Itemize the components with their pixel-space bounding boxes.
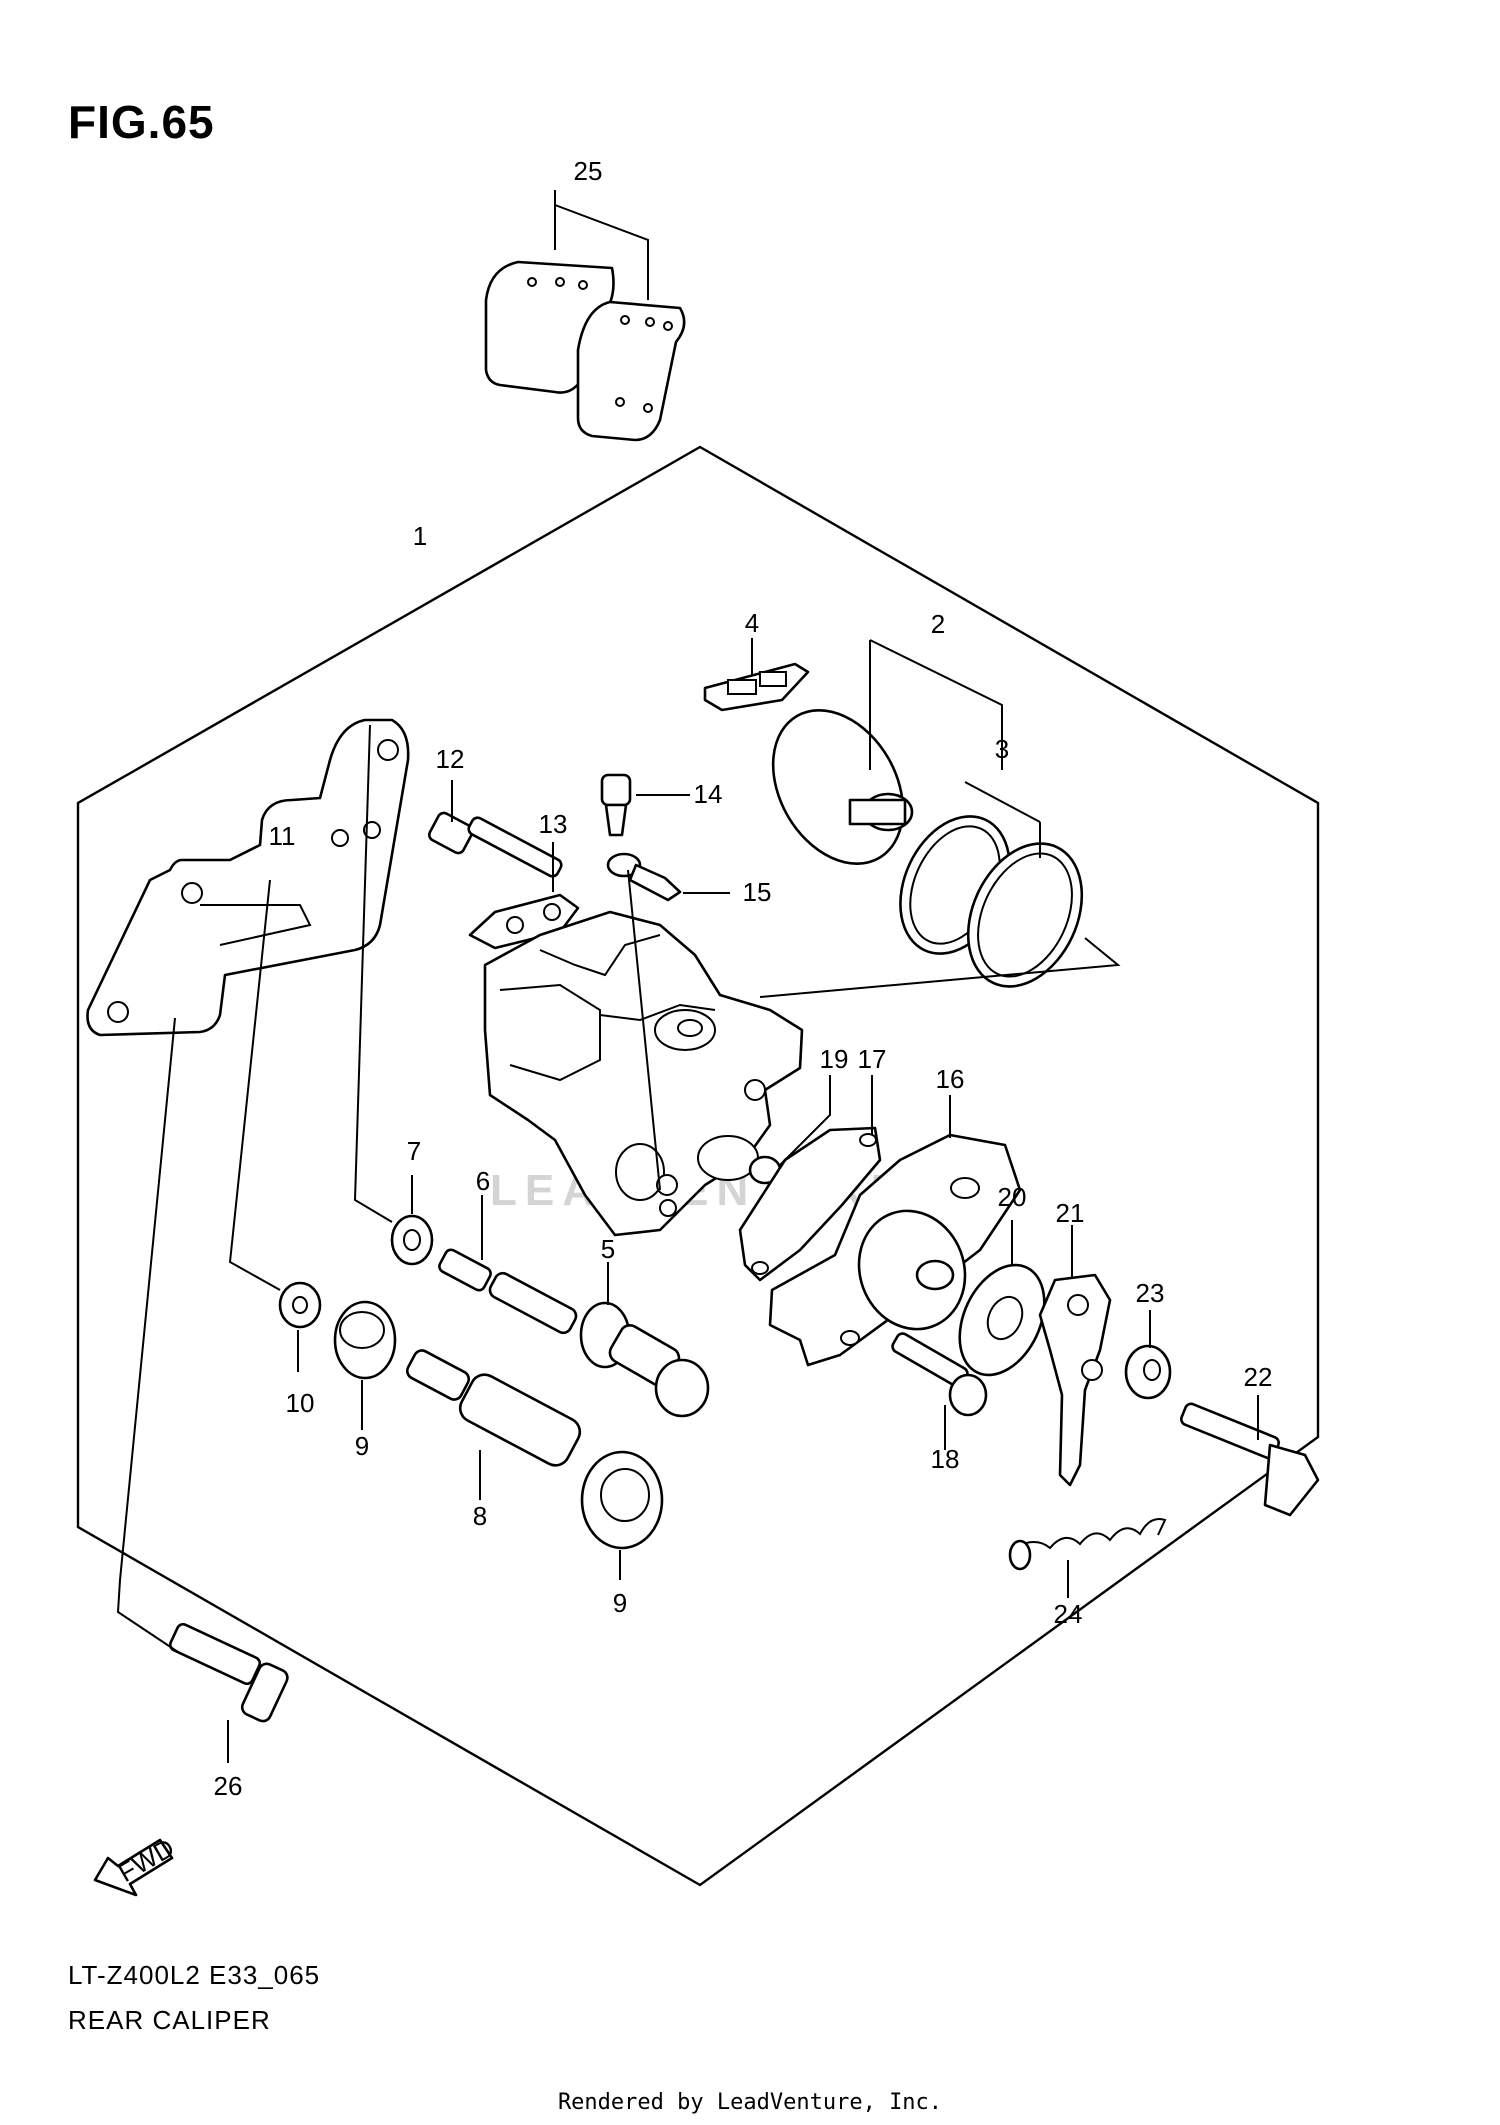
part-2-piston [771, 708, 914, 866]
fwd-label: FWD [113, 1832, 179, 1888]
part-22-bolt [1180, 1395, 1320, 1517]
callout-3: 3 [995, 734, 1009, 764]
figure-title: FIG.65 [68, 96, 215, 148]
part-24-spring [1008, 1518, 1167, 1598]
part-12-pin-bolt [427, 780, 563, 878]
callout-11: 11 [269, 821, 296, 851]
part-8-pin [405, 1349, 582, 1500]
callout-6: 6 [476, 1166, 490, 1196]
part-7-washer [353, 724, 434, 1266]
part-15-cap [606, 852, 730, 902]
callout-24: 24 [1054, 1599, 1083, 1629]
part-19-o-ring [748, 1075, 831, 1185]
callout-7: 7 [407, 1136, 421, 1166]
callout-19: 19 [820, 1044, 849, 1074]
callout-17: 17 [858, 1044, 887, 1074]
part-6-pin [438, 1195, 578, 1335]
callout-21: 21 [1056, 1198, 1085, 1228]
part-4-pad-spring [703, 638, 810, 712]
caliper-body [483, 869, 804, 1237]
callout-22: 22 [1244, 1362, 1273, 1392]
model-code: LT-Z400L2 E33_065 [68, 1960, 321, 1990]
footer-credit: Rendered by LeadVenture, Inc. [557, 2090, 943, 2115]
callout-2: 2 [931, 609, 945, 639]
callout-13: 13 [539, 809, 568, 839]
callout-26: 26 [214, 1771, 243, 1801]
callout-12: 12 [436, 744, 465, 774]
part-10-washer [228, 879, 322, 1372]
part-9-boot-upper [333, 1300, 397, 1430]
callout-1: 1 [413, 521, 427, 551]
part-3-seals [759, 639, 1121, 998]
fwd-arrow-icon: FWD [93, 1832, 179, 1897]
callout-5: 5 [601, 1234, 615, 1264]
callout-23: 23 [1136, 1278, 1165, 1308]
assembly-name: REAR CALIPER [68, 2005, 271, 2035]
callout-25: 25 [574, 156, 603, 186]
part-21-lever [1038, 1225, 1112, 1487]
part-25-brake-pads [484, 190, 686, 442]
callout-9b: 9 [613, 1588, 627, 1618]
part-14-bleeder [600, 773, 690, 837]
part-13-clip [468, 842, 580, 950]
callout-10: 10 [286, 1388, 315, 1418]
part-23-nut [1124, 1310, 1172, 1400]
part-5-boot [579, 1262, 710, 1418]
assembly-outline [76, 445, 1320, 1887]
callout-14: 14 [694, 779, 723, 809]
part-11-bracket [86, 718, 410, 1037]
callout-18: 18 [931, 1444, 960, 1474]
callout-4: 4 [745, 608, 759, 638]
callout-15: 15 [743, 877, 772, 907]
callout-9: 9 [355, 1431, 369, 1461]
part-9-boot-lower [580, 1450, 664, 1580]
part-26-bolt [116, 1017, 289, 1763]
callout-8: 8 [473, 1501, 487, 1531]
part-18-bolt [891, 1332, 988, 1450]
callout-20: 20 [998, 1182, 1027, 1212]
part-20-cam [857, 1209, 1046, 1377]
callout-16: 16 [936, 1064, 965, 1094]
part-17-gasket [738, 1075, 882, 1282]
